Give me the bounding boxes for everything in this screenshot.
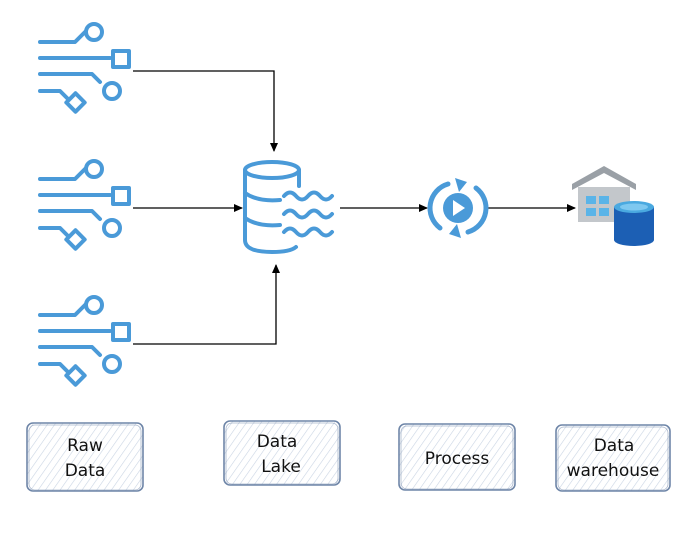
data-source-icon-1 — [38, 22, 131, 114]
data-warehouse-label-line-2: warehouse — [567, 461, 660, 481]
data-warehouse-label-line-1: Data — [594, 436, 635, 456]
data-lake-icon — [243, 160, 334, 255]
process-label: Process — [398, 423, 516, 491]
data-source-icon-2 — [38, 159, 131, 251]
raw-data-label-line-2: Data — [65, 461, 106, 481]
raw-data-label: Raw Data — [26, 422, 144, 492]
process-label-text: Process — [425, 449, 490, 469]
raw-data-label-line-1: Raw — [67, 436, 103, 456]
data-lake-label-line-2: Lake — [261, 457, 301, 477]
arrow-source1-to-lake — [133, 70, 278, 152]
data-lake-label: Data Lake — [223, 420, 341, 486]
data-warehouse-icon — [572, 166, 654, 246]
process-icon — [427, 178, 489, 238]
arrow-source3-to-lake — [133, 264, 280, 345]
data-lake-label-line-1: Data — [257, 432, 298, 452]
data-source-icon-3 — [38, 295, 131, 387]
data-warehouse-label: Data warehouse — [555, 424, 671, 492]
